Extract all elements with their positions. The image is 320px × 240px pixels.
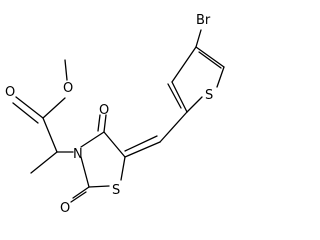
- ester-ether-oxygen-label: O: [63, 81, 73, 96]
- bond-ester-carbon-carbonyl-o-double: [12, 102, 39, 124]
- thiazolidine-sulfur-label: S: [112, 183, 120, 198]
- bond-thiophene-to-methine: [159, 111, 188, 143]
- bond-thiophene-c3-c4: [171, 46, 197, 83]
- bond-thiophene-s-c2: [186, 96, 203, 113]
- bond-ester-carbon-carbonyl-o: [15, 96, 44, 119]
- ring-c2-oxygen-label: O: [60, 201, 70, 216]
- thiophene-sulfur-label: S: [205, 88, 213, 103]
- atom-labels: Br O O N O O S S: [5, 13, 213, 216]
- chemical-structure-diagram: Br O O N O O S S: [5, 13, 225, 216]
- bond-c4-o-double: [97, 114, 101, 132]
- bond-ester-carbon-ether-o: [42, 97, 66, 119]
- bond-c4-o: [103, 114, 107, 133]
- bromine-label: Br: [196, 13, 211, 28]
- ring-nitrogen-label: N: [73, 147, 83, 162]
- bond-ring-c5-c4: [103, 131, 126, 158]
- bond-methine-to-c5-double: [124, 135, 158, 152]
- bond-c2-o-double: [70, 191, 87, 203]
- bond-alpha-carbon-ester-carbon: [42, 117, 58, 153]
- bond-ring-n3-c2: [80, 156, 90, 188]
- bond-ring-s1-c5: [120, 156, 126, 181]
- bond-thiophene-c4-c5: [195, 46, 225, 68]
- bond-thiophene-c2-c3-double: [167, 83, 182, 109]
- bonds: [12, 29, 225, 203]
- bond-ring-c4-n3: [80, 131, 105, 148]
- bond-c2-o: [72, 186, 90, 199]
- bond-alpha-carbon-methyl: [30, 151, 58, 174]
- bond-ether-o-methyl: [64, 59, 68, 81]
- ring-c4-oxygen-label: O: [99, 103, 109, 118]
- bond-thiophene-c2-c3: [171, 81, 188, 113]
- ester-carbonyl-oxygen-label: O: [5, 85, 15, 100]
- bond-br-c4: [195, 29, 202, 48]
- bond-ring-c2-s1: [88, 185, 110, 188]
- bond-thiophene-c5-s: [216, 66, 225, 88]
- bond-thiophene-c5-c5-double: [198, 51, 222, 69]
- bond-methine-to-c5: [124, 141, 161, 158]
